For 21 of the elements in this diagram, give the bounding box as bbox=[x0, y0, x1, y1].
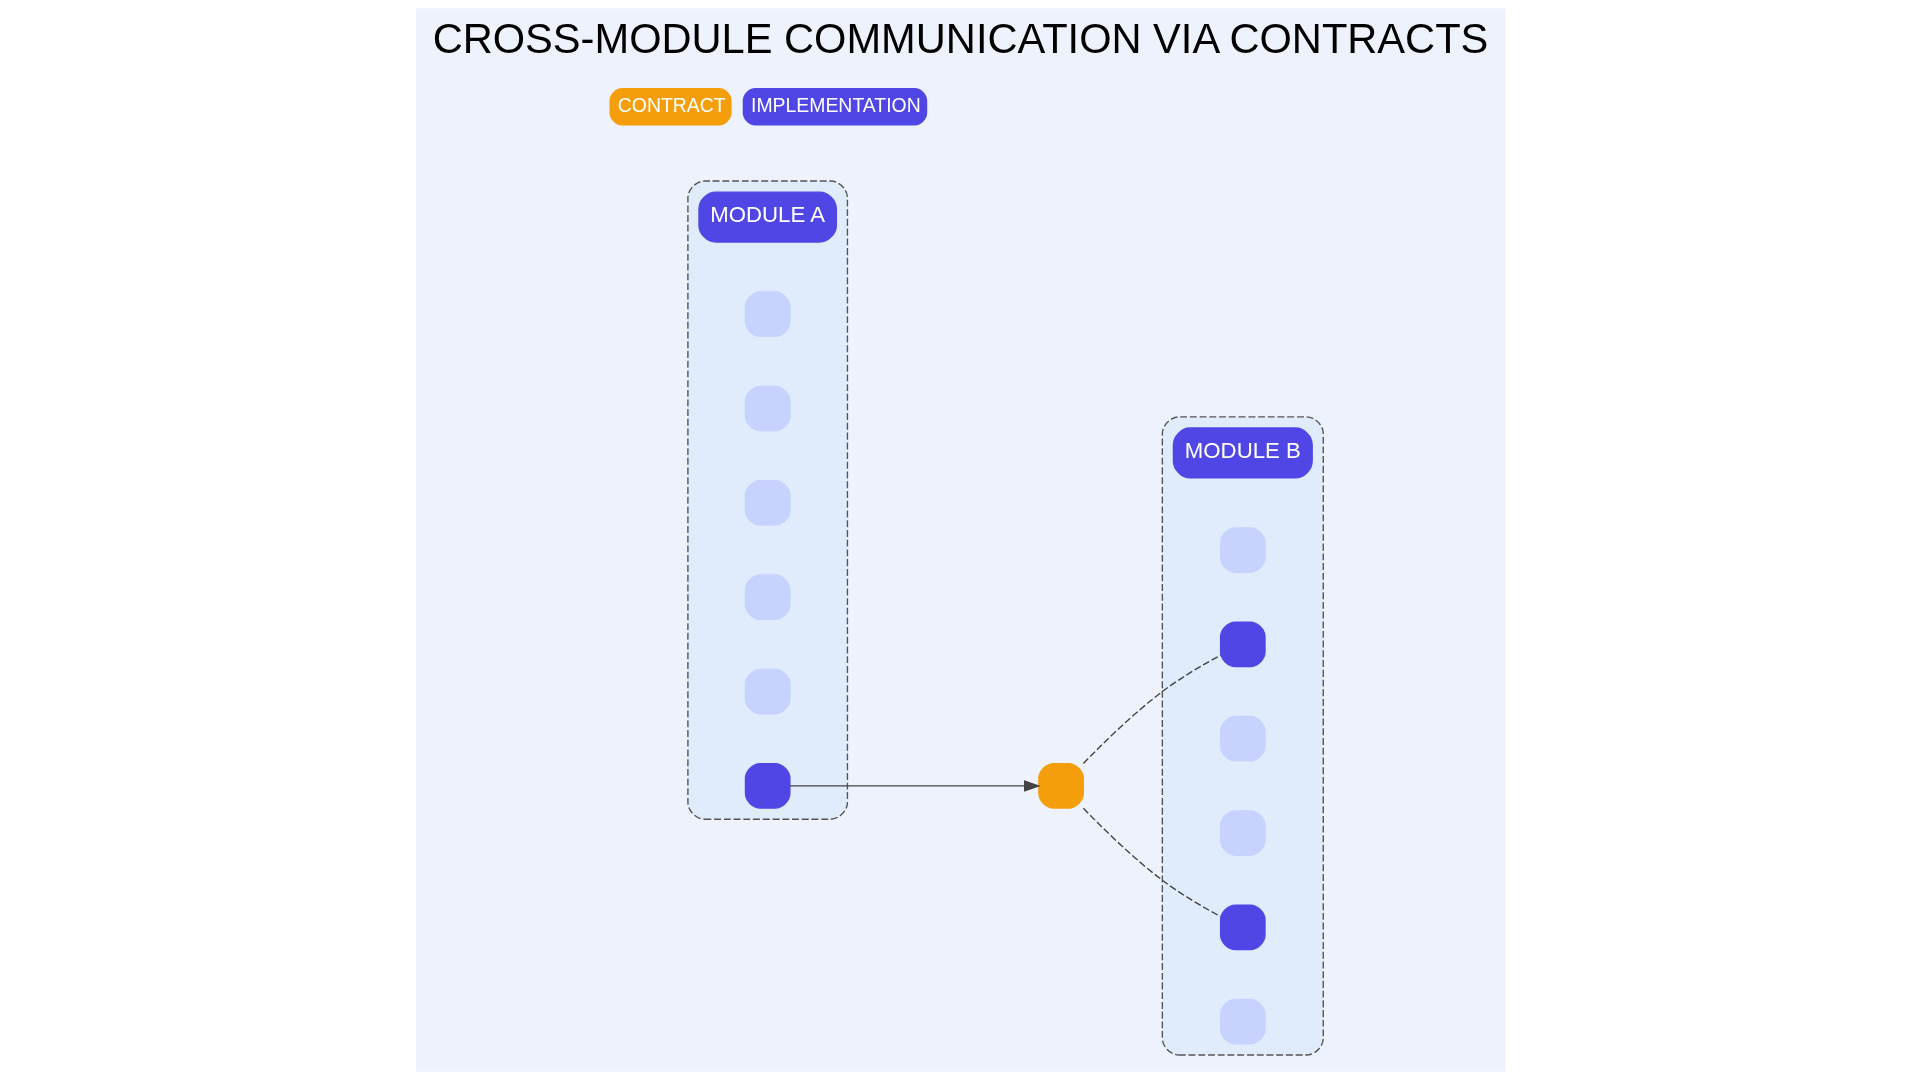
node-box bbox=[1219, 810, 1266, 856]
node-box bbox=[1219, 998, 1266, 1045]
node-box bbox=[744, 574, 791, 621]
node-box bbox=[744, 668, 791, 715]
cluster: MODULE A bbox=[686, 180, 848, 820]
connector bbox=[1082, 654, 1221, 765]
node-box bbox=[1219, 621, 1266, 668]
node-box bbox=[1219, 715, 1266, 762]
node-box bbox=[1037, 763, 1084, 809]
node-box bbox=[744, 763, 791, 809]
node-box bbox=[744, 291, 791, 338]
node-box bbox=[744, 480, 791, 526]
connector bbox=[1082, 807, 1221, 918]
arrow bbox=[788, 780, 1041, 792]
node-box bbox=[744, 385, 791, 432]
legend-label: IMPLEMENTATION bbox=[750, 93, 921, 116]
cluster: MODULE B bbox=[1161, 416, 1324, 1056]
diagram-title: CROSS-MODULE COMMUNICATION VIA CONTRACTS bbox=[432, 14, 1488, 62]
node-box bbox=[1219, 904, 1266, 951]
node-box bbox=[1219, 527, 1266, 573]
legend-label: CONTRACT bbox=[617, 93, 726, 116]
